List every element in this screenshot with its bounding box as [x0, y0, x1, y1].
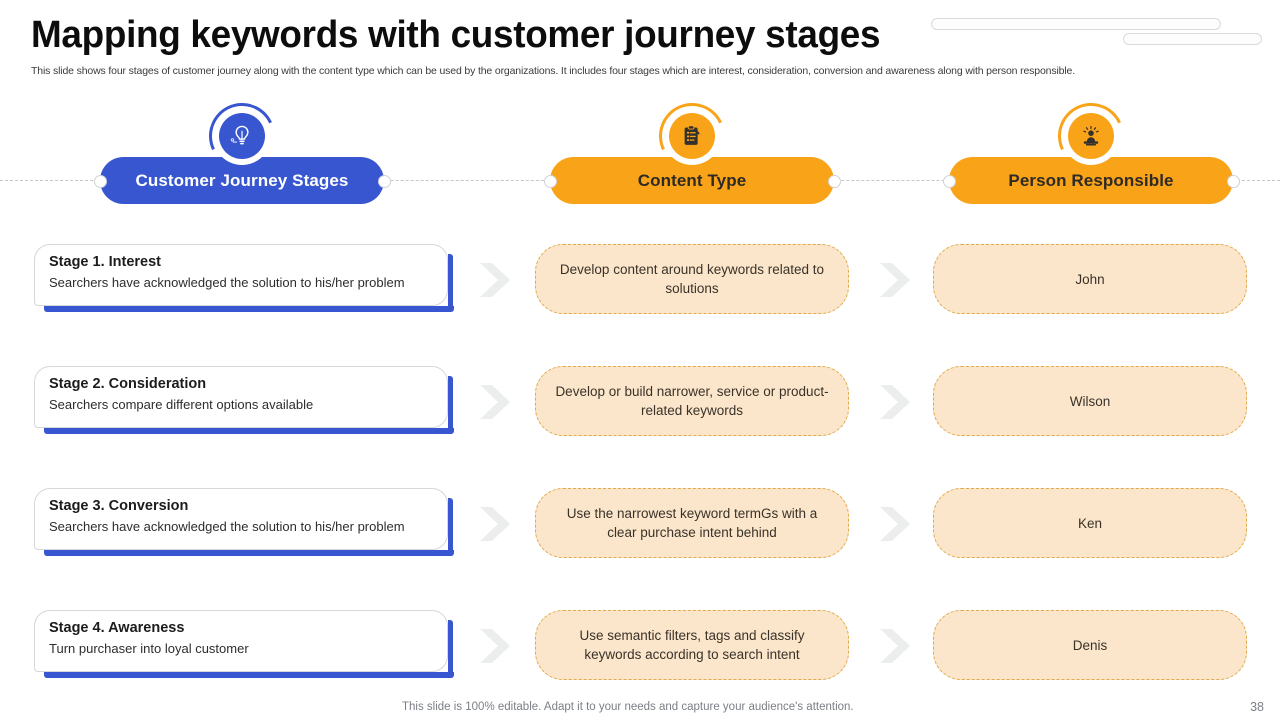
column-header-person-responsible[interactable]: Person Responsible: [949, 157, 1233, 204]
stage-description: Turn purchaser into loyal customer: [49, 641, 249, 656]
content-type-text: Use semantic filters, tags and classify …: [579, 628, 805, 662]
stage-card-accent: [44, 428, 454, 434]
person-responsible-card[interactable]: Denis: [933, 610, 1247, 680]
person-name: John: [1075, 271, 1105, 287]
arrow-right-icon: [478, 505, 512, 543]
arrow-right-icon: [878, 261, 912, 299]
content-type-card[interactable]: Use the narrowest keyword termGs with a …: [535, 488, 849, 558]
stage-card-edge: [448, 254, 453, 312]
table-row: Stage 4. Awareness Turn purchaser into l…: [0, 610, 1280, 688]
stage-card[interactable]: Stage 3. Conversion Searchers have ackno…: [34, 488, 448, 550]
stage-card-edge: [448, 498, 453, 556]
table-row: Stage 1. Interest Searchers have acknowl…: [0, 244, 1280, 322]
column-icon-badge-stages: [199, 93, 285, 179]
table-row: Stage 2. Consideration Searchers compare…: [0, 366, 1280, 444]
content-type-card[interactable]: Use semantic filters, tags and classify …: [535, 610, 849, 680]
content-type-text: Use the narrowest keyword termGs with a …: [566, 506, 818, 540]
column-header-label: Customer Journey Stages: [135, 170, 349, 190]
stage-description: Searchers have acknowledged the solution…: [49, 519, 405, 534]
stage-card[interactable]: Stage 4. Awareness Turn purchaser into l…: [34, 610, 448, 672]
lightbulb-icon: [219, 113, 265, 159]
stage-card-accent: [44, 550, 454, 556]
arrow-right-icon: [878, 505, 912, 543]
arrow-right-icon: [878, 383, 912, 421]
stage-card-accent: [44, 306, 454, 312]
page-subtitle: This slide shows four stages of customer…: [31, 65, 1075, 77]
content-type-card[interactable]: Develop content around keywords related …: [535, 244, 849, 314]
rail-node-left-1: [94, 175, 107, 188]
content-type-text: Develop content around keywords related …: [559, 262, 825, 296]
person-name: Ken: [1077, 515, 1103, 531]
rail-node-right-1: [378, 175, 391, 188]
arrow-right-icon: [878, 627, 912, 665]
person-responsible-card[interactable]: Ken: [933, 488, 1247, 558]
stage-card-accent: [44, 672, 454, 678]
stage-card[interactable]: Stage 2. Consideration Searchers compare…: [34, 366, 448, 428]
person-responsible-card[interactable]: Wilson: [933, 366, 1247, 436]
rail-node-right-2: [828, 175, 841, 188]
decorative-bar-top: [931, 18, 1221, 30]
table-row: Stage 3. Conversion Searchers have ackno…: [0, 488, 1280, 566]
stage-card-edge: [448, 376, 453, 434]
column-icon-badge-content-type: [649, 93, 735, 179]
column-icon-badge-person-responsible: [1048, 93, 1134, 179]
content-type-card[interactable]: Develop or build narrower, service or pr…: [535, 366, 849, 436]
rail-node-right-3: [1227, 175, 1240, 188]
stage-card-edge: [448, 620, 453, 678]
stage-title: Stage 2. Consideration: [49, 376, 207, 392]
arrow-right-icon: [478, 627, 512, 665]
podium-speaker-icon: [1068, 113, 1114, 159]
column-header-label: Person Responsible: [1008, 170, 1174, 190]
rail-node-left-3: [943, 175, 956, 188]
stage-description: Searchers compare different options avai…: [49, 397, 314, 412]
stage-title: Stage 4. Awareness: [49, 620, 185, 636]
page-number: 38: [1250, 700, 1264, 714]
content-type-text: Develop or build narrower, service or pr…: [555, 384, 829, 418]
stage-title: Stage 1. Interest: [49, 254, 162, 270]
decorative-bar-bottom: [1123, 33, 1262, 45]
stage-title: Stage 3. Conversion: [49, 498, 189, 514]
arrow-right-icon: [478, 383, 512, 421]
clipboard-checklist-icon: [669, 113, 715, 159]
page-title: Mapping keywords with customer journey s…: [31, 14, 881, 56]
column-header-customer-journey-stages[interactable]: Customer Journey Stages: [100, 157, 384, 204]
column-header-label: Content Type: [637, 170, 747, 190]
stage-card[interactable]: Stage 1. Interest Searchers have acknowl…: [34, 244, 448, 306]
footer-note: This slide is 100% editable. Adapt it to…: [402, 701, 854, 713]
person-name: Denis: [1072, 637, 1108, 653]
rail-node-left-2: [544, 175, 557, 188]
stage-description: Searchers have acknowledged the solution…: [49, 275, 405, 290]
arrow-right-icon: [478, 261, 512, 299]
person-responsible-card[interactable]: John: [933, 244, 1247, 314]
person-name: Wilson: [1069, 393, 1111, 409]
